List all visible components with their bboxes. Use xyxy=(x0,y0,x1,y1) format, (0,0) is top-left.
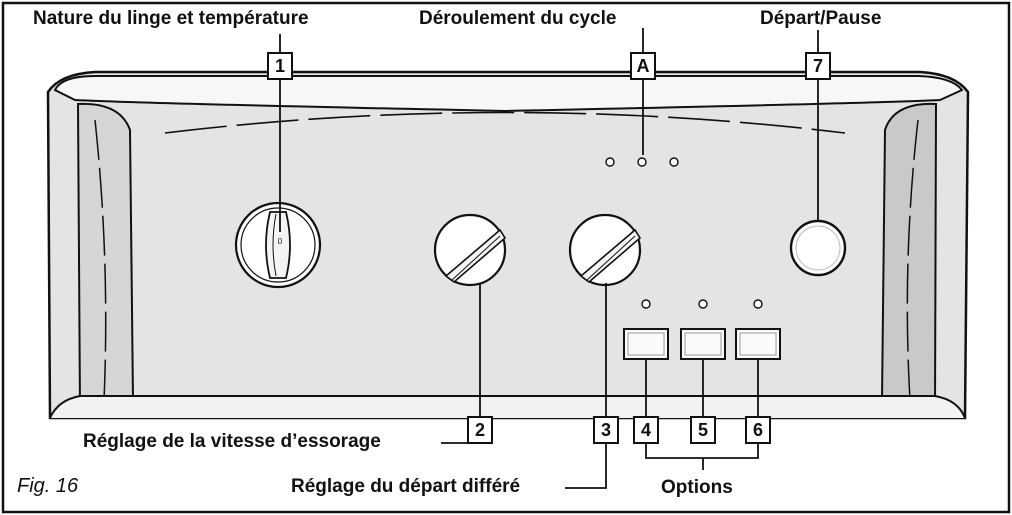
dial-zero-mark: 0 xyxy=(278,237,283,246)
label-fabric-temperature: Nature du linge et température xyxy=(33,8,309,29)
label-options: Options xyxy=(661,477,733,498)
figure-caption: Fig. 16 xyxy=(17,475,79,497)
cycle-led-3 xyxy=(669,157,679,167)
panel-rim-dash xyxy=(164,111,846,134)
option-led-4 xyxy=(641,299,651,309)
callout-4: 4 xyxy=(633,416,659,444)
callout-2: 2 xyxy=(467,416,493,444)
label-delayed-start: Réglage du départ différé xyxy=(291,476,521,497)
options-bracket xyxy=(645,444,759,470)
delay-start-dial[interactable] xyxy=(568,213,642,287)
callout-3: 3 xyxy=(593,416,619,444)
spin-speed-dial[interactable] xyxy=(433,213,507,287)
cycle-led-2 xyxy=(637,157,647,167)
start-pause-button[interactable] xyxy=(789,219,847,277)
panel-bottom-edge xyxy=(49,395,966,419)
leader-3-label xyxy=(565,444,607,489)
cycle-led-1 xyxy=(605,157,615,167)
callout-7: 7 xyxy=(805,52,831,80)
panel-right-dash xyxy=(906,119,919,401)
option-button-5[interactable] xyxy=(680,328,726,360)
panel-top-rim xyxy=(53,75,964,113)
callout-a: A xyxy=(630,52,656,80)
option-button-4[interactable] xyxy=(623,328,669,360)
option-button-6[interactable] xyxy=(735,328,781,360)
start-pause-button-inner xyxy=(795,225,841,271)
callout-5: 5 xyxy=(690,416,716,444)
label-spin-speed: Réglage de la vitesse d’essorage xyxy=(83,431,381,452)
callout-1: 1 xyxy=(267,52,293,80)
panel-left-dash xyxy=(94,119,107,401)
option-led-5 xyxy=(698,299,708,309)
label-start-pause: Départ/Pause xyxy=(760,8,882,29)
program-selector-dial[interactable]: 0 xyxy=(234,201,322,289)
callout-6: 6 xyxy=(745,416,771,444)
option-led-6 xyxy=(753,299,763,309)
label-cycle-progress: Déroulement du cycle xyxy=(419,8,617,29)
